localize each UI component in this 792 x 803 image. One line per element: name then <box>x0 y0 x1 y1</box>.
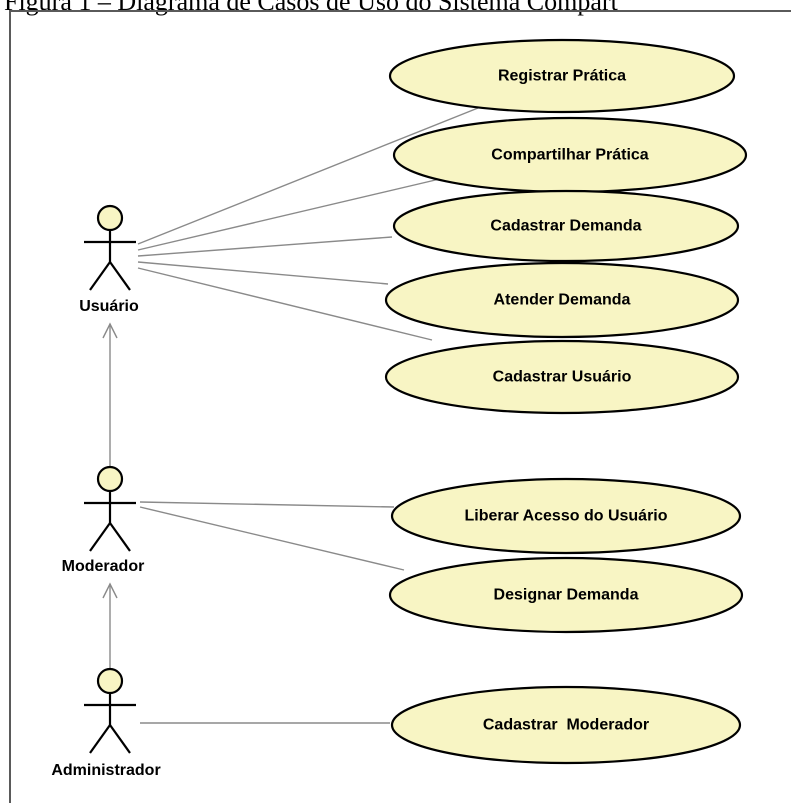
generalization-moderador-usuario <box>102 322 118 466</box>
usecase-cadastrar-usuario[interactable]: Cadastrar Usuário <box>384 339 740 415</box>
actor-label-moderador: Moderador <box>62 558 145 575</box>
usecase-label: Liberar Acesso do Usuário <box>464 508 667 525</box>
figure-caption-text: Figura 1 – Diagrama de Casos de Uso do S… <box>4 0 618 16</box>
actor-head-icon <box>96 667 124 695</box>
generalization-administrador-moderador <box>102 582 118 668</box>
diagram-frame <box>9 10 791 803</box>
actor-head-icon <box>96 204 124 232</box>
usuario-associations <box>137 103 489 341</box>
usecase-label: Cadastrar Usuário <box>493 369 632 386</box>
assoc-usuario-atender-demanda <box>137 261 389 285</box>
actor-moderador[interactable]: Moderador <box>62 465 145 575</box>
usecase-label: Cadastrar Moderador <box>483 717 649 734</box>
usecase-label: Registrar Prática <box>498 68 626 85</box>
assoc-usuario-compartilhar-pratica <box>137 177 445 251</box>
usecase-label: Atender Demanda <box>494 292 631 309</box>
assoc-usuario-cadastrar-usuario <box>137 267 433 341</box>
usecase-label: Designar Demanda <box>494 587 639 604</box>
assoc-moderador-designar-demanda <box>139 506 405 571</box>
assoc-usuario-cadastrar-demanda <box>137 236 393 257</box>
usecase-atender-demanda[interactable]: Atender Demanda <box>384 261 740 339</box>
figure-caption: Figura 1 – Diagrama de Casos de Uso do S… <box>0 0 792 16</box>
usecase-label: Compartilhar Prática <box>491 147 648 164</box>
usecase-label: Cadastrar Demanda <box>490 218 641 235</box>
actor-usuario[interactable]: Usuário <box>79 204 139 315</box>
usecase-cadastrar-demanda[interactable]: Cadastrar Demanda <box>392 189 740 263</box>
actor-administrador[interactable]: Administrador <box>51 667 161 779</box>
moderador-associations <box>139 501 405 571</box>
usecase-registrar-pratica[interactable]: Registrar Prática <box>388 38 736 114</box>
usecase-liberar-acesso[interactable]: Liberar Acesso do Usuário <box>390 477 742 555</box>
usecase-compartilhar-pratica[interactable]: Compartilhar Prática <box>392 116 748 194</box>
generalization-arrowhead <box>102 582 118 599</box>
actor-label-administrador: Administrador <box>51 762 160 779</box>
usecase-designar-demanda[interactable]: Designar Demanda <box>388 556 744 634</box>
actor-label-usuario: Usuário <box>79 298 139 315</box>
generalization-arrowhead <box>102 322 118 339</box>
usecase-cadastrar-moderador[interactable]: Cadastrar Moderador <box>390 685 742 765</box>
assoc-moderador-liberar-acesso <box>139 501 395 508</box>
assoc-usuario-registrar-pratica <box>137 103 489 245</box>
actor-head-icon <box>96 465 124 493</box>
